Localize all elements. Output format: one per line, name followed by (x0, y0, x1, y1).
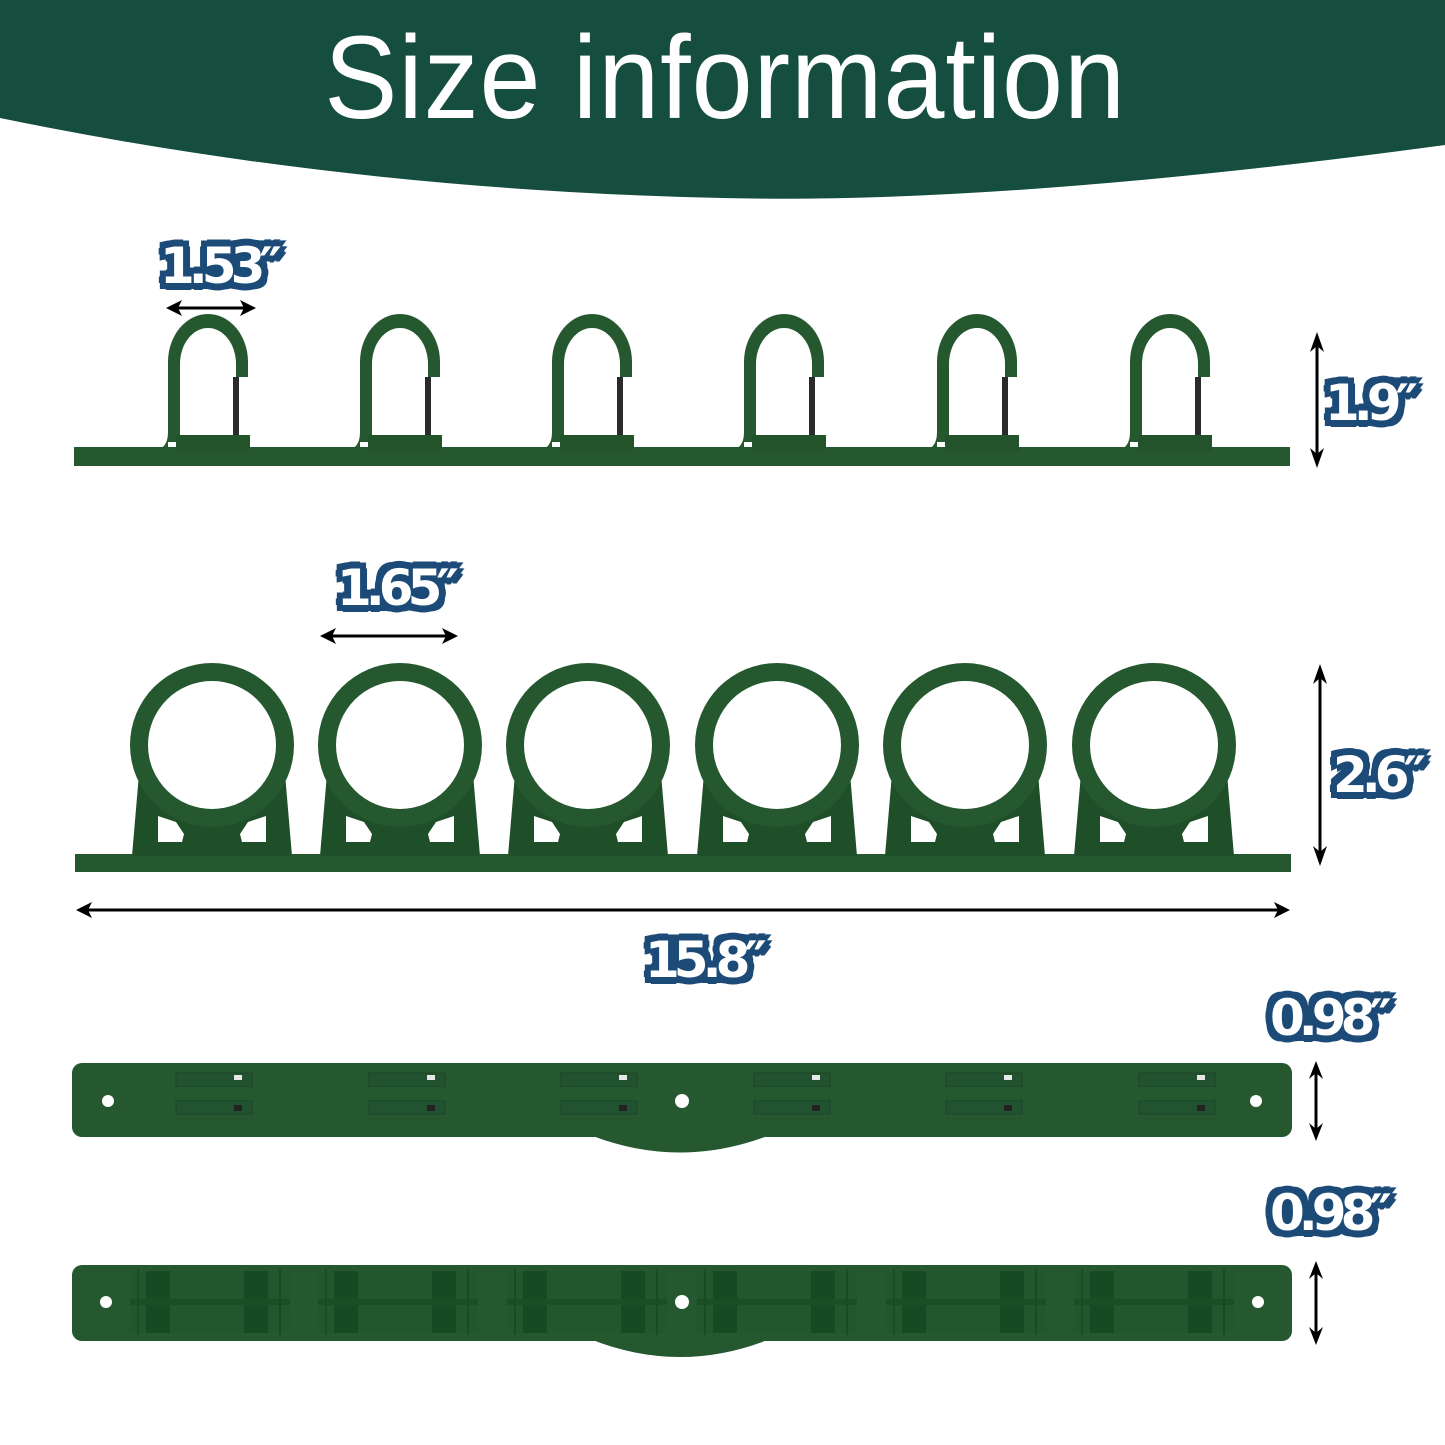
ring-top-5 (885, 1268, 1047, 1336)
ring-4 (695, 663, 859, 856)
ring-width-label: 1.65″ (337, 559, 459, 617)
ring-top-1 (129, 1268, 291, 1336)
ring-front-view (75, 628, 1327, 918)
ring-6 (1072, 663, 1236, 856)
clip-depth-arrow (1309, 1061, 1323, 1141)
total-length-arrow (76, 902, 1290, 918)
ring-top-4 (696, 1268, 858, 1336)
ring-rail-depth-arrow (1309, 1261, 1323, 1345)
ring-top-6 (1073, 1268, 1235, 1336)
ring-top-2 (317, 1268, 479, 1336)
hook-5 (925, 314, 1019, 451)
mount-hole (100, 1296, 112, 1308)
mount-hole (1252, 1296, 1264, 1308)
mount-hole (675, 1094, 689, 1108)
hook-3 (540, 314, 634, 451)
total-length-label: 15.8″ (645, 931, 767, 989)
mount-hole (1250, 1095, 1262, 1107)
ring-3 (506, 663, 670, 856)
ring-rail-depth-label: 0.98″ (1270, 1184, 1392, 1242)
page-title: Size information (324, 12, 1126, 144)
ring-1 (130, 663, 294, 856)
hook-1 (156, 314, 250, 451)
mount-hole (675, 1295, 689, 1309)
ring-top-3 (506, 1268, 668, 1336)
hook-2 (348, 314, 442, 451)
top-view-rings (72, 1261, 1323, 1357)
hook-width-label: 1.53″ (160, 237, 282, 295)
clip-depth-label: 0.98″ (1270, 989, 1392, 1047)
mount-hole (102, 1095, 114, 1107)
hook-4 (732, 314, 826, 451)
ring-5 (883, 663, 1047, 856)
hook-6 (1118, 314, 1212, 451)
top-view-clips (72, 1061, 1323, 1153)
hook-height-arrow (1310, 332, 1324, 468)
ring-width-arrow (320, 628, 458, 644)
ring-2 (318, 663, 482, 856)
hook-width-arrow (166, 300, 256, 316)
hook-side-view (74, 300, 1324, 468)
header-banner (0, 0, 1445, 199)
ring-height-label: 2.6″ (1333, 746, 1426, 804)
hook-height-label: 1.9″ (1325, 374, 1418, 432)
ring-height-arrow (1313, 664, 1327, 866)
